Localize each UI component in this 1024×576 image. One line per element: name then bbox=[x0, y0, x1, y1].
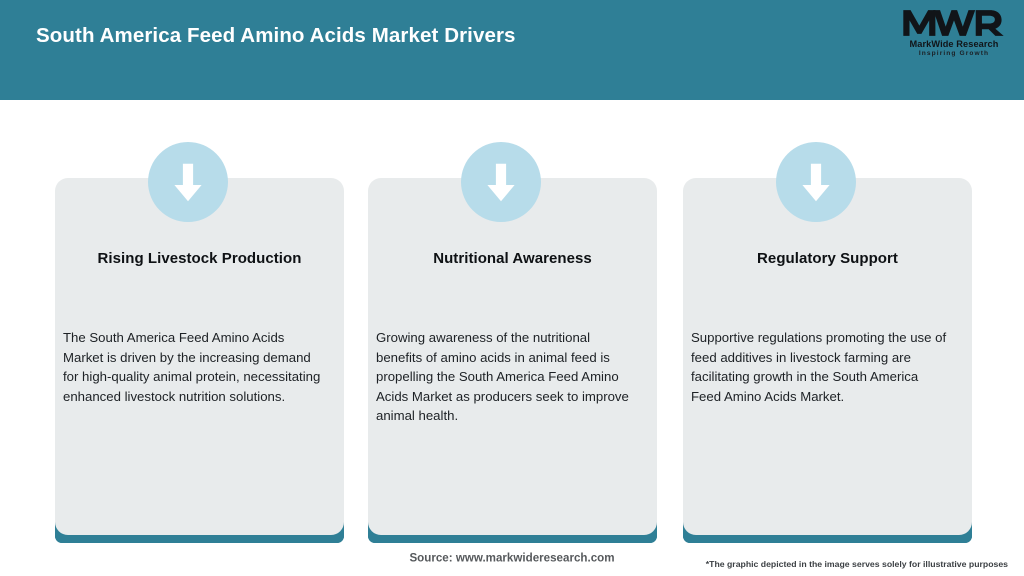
driver-card-1[interactable]: Rising Livestock Production The South Am… bbox=[31, 100, 344, 543]
card-body-text: The South America Feed Amino Acids Marke… bbox=[63, 330, 321, 404]
card-panel bbox=[55, 178, 344, 535]
header-band bbox=[0, 0, 1024, 100]
mwr-monogram-icon bbox=[902, 8, 1006, 38]
arrow-down-icon bbox=[460, 142, 541, 222]
arrow-down-icon bbox=[775, 142, 856, 222]
logo-company-name: MarkWide Research bbox=[909, 39, 999, 49]
card-title: Rising Livestock Production bbox=[97, 250, 302, 267]
markwide-research-logo: MarkWide Research Inspiring Growth bbox=[902, 8, 1006, 64]
page-title: South America Feed Amino Acids Market Dr… bbox=[36, 24, 516, 47]
disclaimer-note: *The graphic depicted in the image serve… bbox=[705, 559, 1008, 569]
arrow-down-icon bbox=[147, 142, 228, 222]
card-panel bbox=[368, 178, 657, 535]
card-body-text: Growing awareness of the nutritional ben… bbox=[376, 330, 629, 424]
card-title: Nutritional Awareness bbox=[433, 250, 592, 267]
driver-card-2[interactable]: Nutritional Awareness Growing awareness … bbox=[344, 100, 657, 543]
card-body-text: Supportive regulations promoting the use… bbox=[691, 330, 947, 404]
card-title: Regulatory Support bbox=[757, 250, 898, 267]
card-panel bbox=[683, 178, 972, 535]
drivers-card-row: Rising Livestock Production The South Am… bbox=[0, 100, 1024, 543]
source-label: Source: www.markwideresearch.com bbox=[409, 551, 615, 565]
driver-card-3[interactable]: Regulatory Support Supportive regulation… bbox=[659, 100, 972, 543]
logo-tagline: Inspiring Growth bbox=[918, 50, 990, 57]
